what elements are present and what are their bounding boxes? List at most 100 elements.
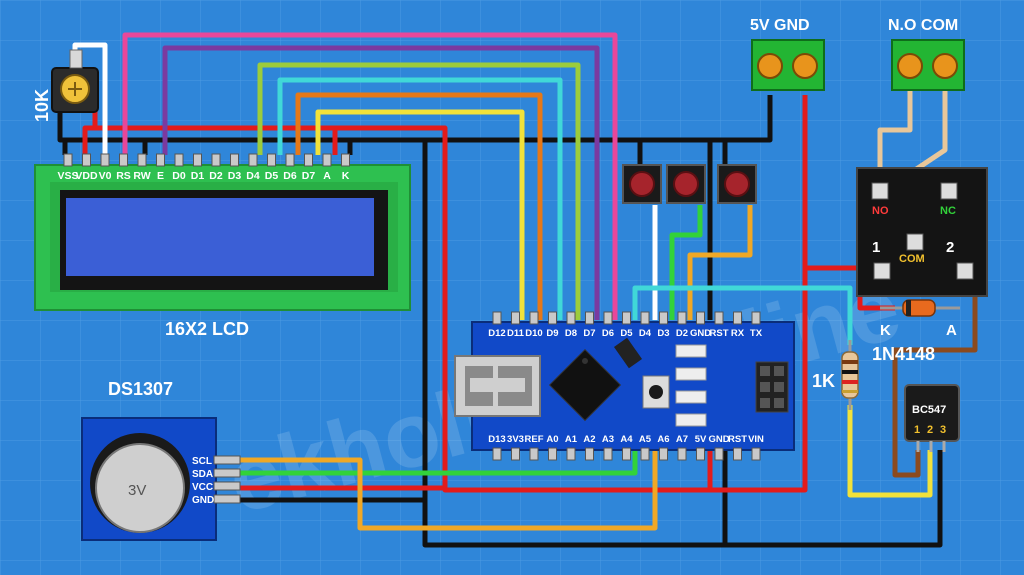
nano-top-pin-label: D6: [602, 328, 614, 339]
terminal-screw-gnd[interactable]: [792, 53, 818, 79]
transistor-pin-2: 2: [927, 424, 933, 436]
nano-bottom-pin-label: A6: [657, 434, 669, 445]
nano-bottom-pin: [751, 447, 761, 461]
rtc-pin-label: SCL: [192, 456, 212, 467]
lcd-pin: [156, 153, 165, 167]
nano-top-pin-label: D3: [657, 328, 669, 339]
wire-red-top: [82, 95, 808, 493]
rtc-pin-label: GND: [192, 495, 214, 506]
relay-pin1-label: 1: [872, 239, 880, 256]
nano-top-pin: [511, 311, 520, 325]
nano-top-pin-label: D9: [546, 328, 558, 339]
nano-top-pin-label: D5: [620, 328, 633, 339]
resistor: 1K: [812, 340, 859, 410]
nano-bottom-pin-label: D13: [488, 434, 505, 445]
lcd-pin: [137, 153, 147, 167]
rtc-pin: [213, 455, 241, 465]
rtc-pin-label: SDA: [192, 469, 213, 480]
wire-purple-e: [162, 45, 600, 320]
lcd-pin-label: D5: [265, 170, 279, 182]
nano-bottom-pin: [677, 447, 687, 461]
resistor-label: 1K: [812, 371, 835, 391]
terminal-screw-5v[interactable]: [757, 53, 783, 79]
lcd-pin: [230, 153, 239, 167]
lcd-pin-label: K: [342, 170, 350, 182]
nano-top-pin: [733, 311, 742, 325]
wire-yellow-d7: [315, 109, 525, 320]
nano-bottom-pin: [640, 447, 650, 461]
nano-top-pin: [548, 311, 557, 325]
wire-black-top: [57, 95, 773, 143]
battery-label: 3V: [128, 482, 146, 499]
nano-top-pin: [714, 311, 724, 325]
nano-bottom-pin: [696, 447, 705, 461]
nano-top-pin-label: D2: [676, 328, 688, 339]
terminal-power-label: 5V GND: [750, 17, 810, 34]
relay-pad-1: [873, 262, 891, 280]
lcd-pin-label: D0: [172, 170, 186, 182]
nano-bottom-pin: [714, 447, 724, 461]
nano-top-pin-label: D7: [583, 328, 595, 339]
nano-bottom-pin: [603, 447, 613, 461]
terminal-screw-com[interactable]: [932, 53, 958, 79]
nano-bottom-pin-label: A1: [565, 434, 578, 445]
relay-com-label: COM: [899, 253, 925, 265]
lcd-pin-label: RS: [116, 170, 131, 182]
lcd-pin-label: VSS: [57, 170, 78, 182]
diode-label: 1N4148: [872, 344, 935, 364]
nano-top-pin: [622, 311, 631, 325]
lcd-pin: [248, 153, 258, 167]
wire-yellow-base: [847, 405, 933, 498]
lcd-pin-label: VDD: [75, 170, 98, 182]
transistor-pin-3: 3: [940, 424, 946, 436]
nano-bottom-pin: [511, 447, 520, 461]
nano-top-pin-label: RX: [731, 328, 745, 339]
push-button-3[interactable]: [717, 164, 757, 204]
transistor: BC547 1 2 3: [904, 384, 960, 452]
rtc-pin: [213, 494, 241, 504]
lcd-pin: [267, 153, 276, 167]
nano-top-pin: [492, 311, 502, 325]
mcu-chip: [548, 348, 622, 422]
nano-top-pin-label: D12: [488, 328, 505, 339]
relay-terminal: N.O COM: [888, 17, 965, 91]
relay-no-label: NO: [872, 205, 889, 217]
terminal-relay-label: N.O COM: [888, 17, 958, 34]
nano-top-pin: [640, 311, 650, 325]
nano-bottom-pin-label: VIN: [748, 434, 764, 445]
nano-top-pin: [529, 311, 539, 325]
nano-bottom-pin: [566, 447, 576, 461]
relay-nc-label: NC: [940, 205, 956, 217]
nano-top-pin: [696, 311, 705, 325]
nano-top-pin: [603, 311, 613, 325]
relay-pad-com: [906, 233, 924, 251]
nano-bottom-pin-label: RST: [728, 434, 747, 445]
nano-bottom-pin-label: A3: [602, 434, 614, 445]
pot-label: 10K: [32, 89, 52, 122]
wire-tan-no: [877, 90, 913, 185]
nano-bottom-pin: [733, 447, 742, 461]
lcd-pin: [174, 153, 184, 167]
lcd-pin: [322, 153, 332, 167]
lcd-pin-label: RW: [133, 170, 150, 182]
push-button-1[interactable]: [622, 164, 662, 204]
nano-top-pin: [751, 311, 761, 325]
lcd-pin: [285, 153, 295, 167]
lcd-pin-label: A: [323, 170, 331, 182]
lcd-pin-label: D2: [209, 170, 223, 182]
wire-cyan-d5-relay: [632, 285, 853, 345]
nano-bottom-pin-label: A7: [676, 434, 688, 445]
wires: [57, 32, 978, 548]
lcd-pin-label: E: [157, 170, 164, 182]
lcd-pin: [211, 153, 221, 167]
relay-pad-no: [871, 182, 889, 200]
nano-bottom-pin-label: A2: [583, 434, 595, 445]
nano-top-pin: [659, 311, 668, 325]
push-button-2[interactable]: [666, 164, 706, 204]
terminal-screw-no[interactable]: [897, 53, 923, 79]
lcd-pin: [82, 153, 91, 167]
wire-green-btn2: [669, 205, 703, 320]
